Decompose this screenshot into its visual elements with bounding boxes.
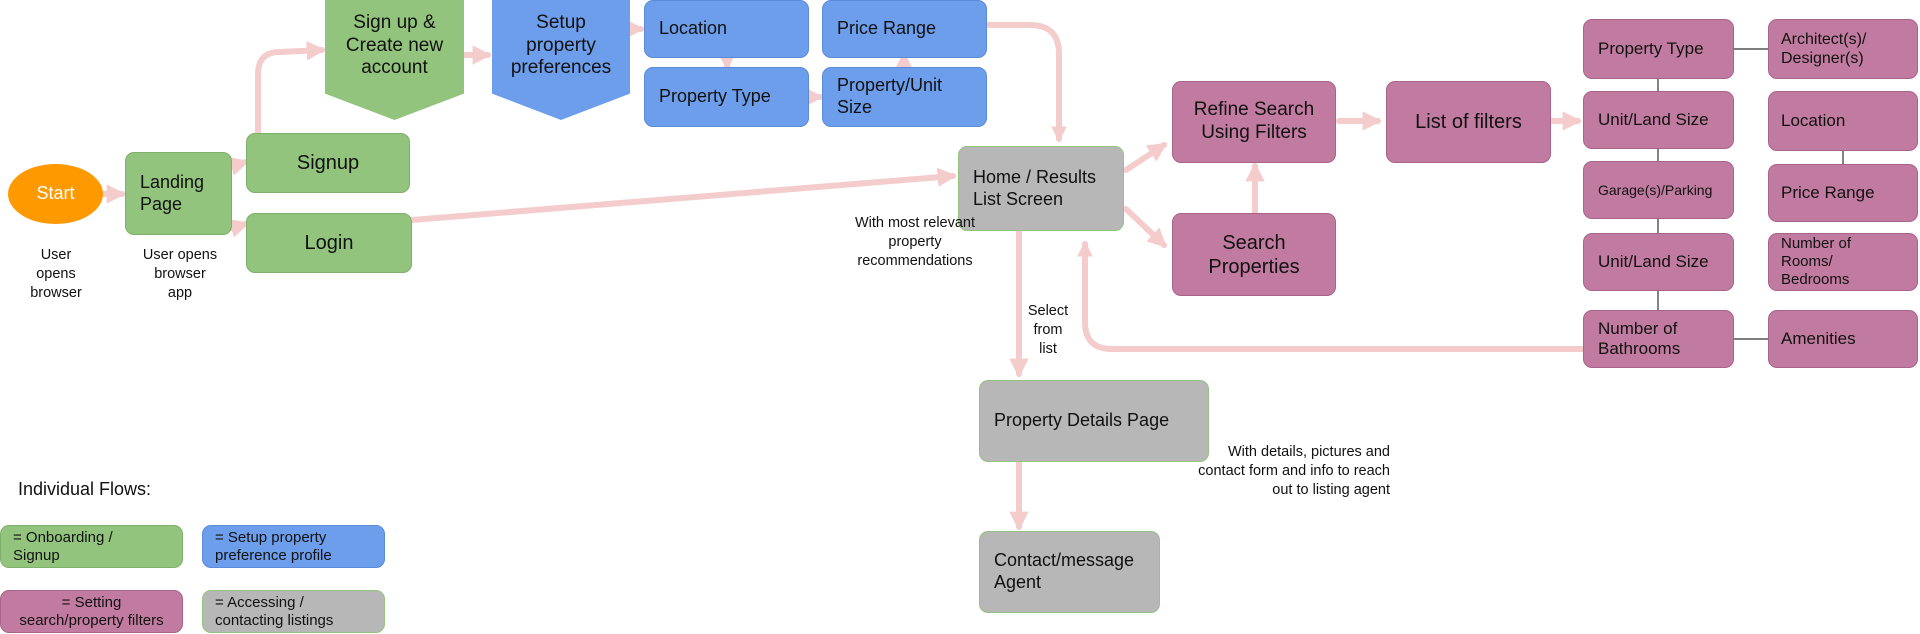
note-select-from-list: Select from list <box>1027 303 1069 357</box>
filter-unit-land-size-2-label: Unit/Land Size <box>1598 251 1709 271</box>
home-results-label: Home / Results List Screen <box>973 166 1097 209</box>
setup-preferences-label: Setup property preferences <box>510 11 612 79</box>
legend-preferences: = Setup property preference profile <box>202 525 385 568</box>
connector-landing-signup <box>228 156 250 176</box>
pref-price-range-label: Price Range <box>837 18 937 39</box>
search-properties-label: Search Properties <box>1208 231 1300 278</box>
filter-price-range: Price Range <box>1768 164 1918 222</box>
pref-property-type-label: Property Type <box>659 86 771 107</box>
refine-search-node: Refine Search Using Filters <box>1172 81 1336 163</box>
property-details-node: Property Details Page <box>979 380 1209 462</box>
filter-price-range-label: Price Range <box>1781 182 1875 202</box>
filter-rooms-bedrooms-label: Number of Rooms/ Bedrooms <box>1781 235 1852 288</box>
setup-preferences-node: Setup property preferences <box>492 0 630 120</box>
pref-property-type-node: Property Type <box>644 67 809 127</box>
legend-listings-label: = Accessing / contacting listings <box>215 593 334 629</box>
legend-title: Individual Flows: <box>18 479 152 499</box>
pref-location-node: Location <box>644 0 809 58</box>
search-properties-node: Search Properties <box>1172 213 1336 296</box>
legend-filters: = Setting search/property filters <box>0 590 183 633</box>
filter-bathrooms: Number of Bathrooms <box>1583 310 1734 368</box>
filter-garage-parking-label: Garage(s)/Parking <box>1598 181 1713 198</box>
start-label: Start <box>36 183 75 204</box>
connector-login-home <box>409 167 957 223</box>
filter-list-node: List of filters <box>1386 81 1551 163</box>
connector-home-search <box>1123 206 1167 248</box>
refine-search-label: Refine Search Using Filters <box>1193 99 1315 143</box>
filter-list-label: List of filters <box>1415 111 1522 133</box>
legend-filters-label: = Setting search/property filters <box>19 593 164 629</box>
connector-signup-createaccount <box>255 41 326 135</box>
legend-listings: = Accessing / contacting listings <box>202 590 385 633</box>
legend-preferences-label: = Setup property preference profile <box>215 528 332 564</box>
login-node: Login <box>246 213 412 273</box>
login-label: Login <box>304 232 354 254</box>
note-recommendations: With most relevant property recommendati… <box>854 215 976 269</box>
filter-property-type-label: Property Type <box>1598 38 1704 58</box>
note-user-opens-browser: User opens browser <box>30 247 82 301</box>
connector-home-refine <box>1123 142 1168 173</box>
connector-bathrooms-home <box>1077 240 1586 352</box>
pref-price-range-node: Price Range <box>822 0 987 58</box>
connector-pricerange-home <box>986 22 1067 143</box>
filter-location: Location <box>1768 91 1918 151</box>
contact-agent-label: Contact/message Agent <box>994 550 1135 592</box>
note-user-opens-app: User opens browser app <box>142 247 218 301</box>
filter-unit-land-size-label: Unit/Land Size <box>1598 109 1709 129</box>
filter-unit-land-size-2: Unit/Land Size <box>1583 233 1734 291</box>
filter-architect-designer-label: Architect(s)/ Designer(s) <box>1781 30 1867 67</box>
filter-amenities: Amenities <box>1768 310 1918 368</box>
property-details-label: Property Details Page <box>994 410 1170 431</box>
start-node: Start <box>8 164 103 224</box>
filter-location-label: Location <box>1781 110 1846 130</box>
filter-rooms-bedrooms: Number of Rooms/ Bedrooms <box>1768 233 1918 291</box>
pref-location-label: Location <box>659 18 728 39</box>
filter-unit-land-size: Unit/Land Size <box>1583 91 1734 149</box>
contact-agent-node: Contact/message Agent <box>979 531 1160 613</box>
legend-onboarding: = Onboarding / Signup <box>0 525 183 568</box>
note-details: With details, pictures and contact form … <box>1198 444 1390 498</box>
filter-property-type: Property Type <box>1583 19 1734 79</box>
connector-landing-login <box>228 218 250 238</box>
pref-unit-size-node: Property/Unit Size <box>822 67 987 127</box>
signup-create-account-label: Sign up & Create new account <box>345 11 444 79</box>
landing-page-node: Landing Page <box>125 152 232 235</box>
signup-create-account-node: Sign up & Create new account <box>325 0 464 120</box>
signup-label: Signup <box>296 152 360 174</box>
filter-garage-parking: Garage(s)/Parking <box>1583 161 1734 219</box>
home-results-node: Home / Results List Screen <box>958 146 1124 231</box>
legend-onboarding-label: = Onboarding / Signup <box>13 528 113 564</box>
filter-architect-designer: Architect(s)/ Designer(s) <box>1768 19 1918 79</box>
signup-node: Signup <box>246 133 410 193</box>
filter-amenities-label: Amenities <box>1781 328 1856 348</box>
landing-page-label: Landing Page <box>140 171 205 214</box>
filter-bathrooms-label: Number of Bathrooms <box>1598 318 1681 358</box>
pref-unit-size-label: Property/Unit Size <box>837 75 943 117</box>
